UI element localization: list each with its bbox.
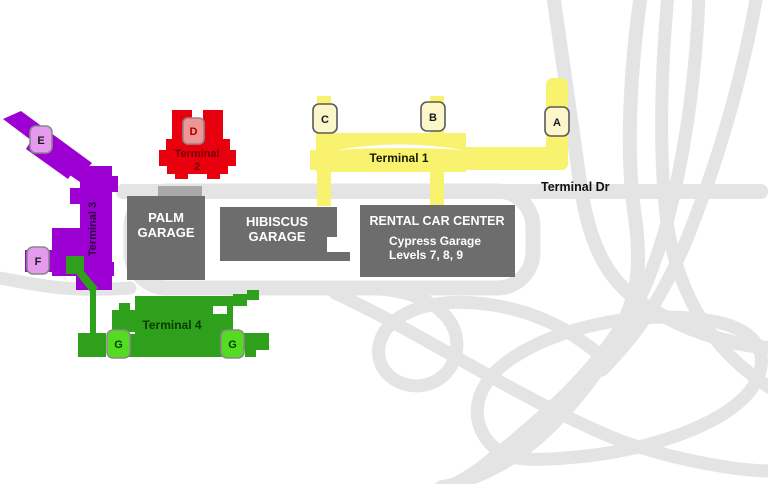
gate-badge-e: [29, 125, 53, 154]
terminal-1-curb-line: [337, 144, 463, 150]
gate-badge-d: [182, 117, 205, 145]
palm-garage-label-1: PALM: [148, 210, 184, 225]
hibiscus-garage: [220, 207, 350, 261]
terminal-1-east-arm: [455, 147, 568, 170]
terminal-2-label-1: Terminal: [174, 148, 219, 160]
terminal-3-foot-1: [92, 262, 114, 276]
interchange-loop-large: [470, 310, 768, 466]
gate-badges-purple: [26, 125, 53, 275]
gate-badge-b: [420, 101, 446, 132]
terminal-4-connector-diagonal: [70, 264, 98, 293]
cypress-garage-label: Cypress Garage: [389, 234, 481, 248]
garage-labels: PALM GARAGE HIBISCUS GARAGE RENTAL CAR C…: [137, 210, 504, 262]
terminal-2-label-2: 2: [194, 161, 200, 173]
terminal-4-bottom-bar: [126, 334, 222, 357]
terminal-1-label: Terminal 1: [369, 151, 428, 165]
cypress-levels-label: Levels 7, 8, 9: [389, 248, 463, 262]
terminal-4-left-wing: [112, 310, 137, 332]
highway-road-5: [595, 0, 763, 377]
gate-badge-c: [312, 103, 338, 134]
gate-badge-g-west: [106, 329, 131, 359]
terminal-4-label: Terminal 4: [142, 318, 201, 332]
gate-letter-g-east: G: [228, 339, 237, 351]
garages: [127, 196, 515, 280]
gate-letter-b: B: [429, 112, 437, 124]
terminal-4-main: [135, 296, 233, 336]
rental-car-center: [360, 205, 515, 277]
terminal-3: [3, 111, 118, 290]
terminal-4-east-satellite: [243, 333, 269, 350]
gate-badge-red: [182, 117, 205, 145]
terminal-4-right-tab-1: [233, 294, 247, 306]
interchange-teardrop: [338, 282, 608, 393]
rental-car-center-title: RENTAL CAR CENTER: [370, 214, 505, 228]
palm-garage-label-2: GARAGE: [137, 225, 194, 240]
terminal-1-main: [316, 133, 466, 172]
gate-letter-d: D: [190, 126, 198, 138]
hibiscus-garage-label-2: GARAGE: [248, 229, 305, 244]
terminal-3-tab-left: [70, 188, 82, 204]
gate-badge-f: [26, 246, 50, 275]
terminal-4: [66, 256, 269, 357]
gate-letters: C B A E F: [35, 112, 561, 268]
terminal-4-west-satellite: [78, 333, 106, 357]
gate-badge-a: [544, 106, 570, 137]
terminal-4-left-tab: [119, 303, 130, 312]
terminal-1-west-stub: [310, 150, 318, 170]
terminal-3-tab-right: [110, 176, 118, 192]
gate-letter-f: F: [35, 256, 42, 268]
gate-letter-a: A: [553, 117, 561, 129]
hibiscus-garage-label-1: HIBISCUS: [246, 214, 308, 229]
terminal-4-connector-vertical: [90, 288, 96, 338]
road-sweep-bottom: [328, 286, 768, 478]
gate-letter-c: C: [321, 114, 329, 126]
terminal-4-east-foot: [245, 350, 256, 357]
gate-badge-g-east: [220, 329, 245, 359]
palm-garage: [127, 196, 205, 280]
terminal-4-notch: [213, 306, 227, 314]
terminal-4-right-tab-2: [247, 290, 259, 300]
gate-letter-e: E: [37, 135, 44, 147]
terminal-3-label: Terminal 3: [87, 202, 99, 256]
terminal-dr-label: Terminal Dr: [541, 180, 610, 194]
roadway-dark-stub: [158, 186, 202, 197]
gate-badges-green: [106, 329, 245, 359]
gate-badges-yellow: [312, 101, 570, 137]
gate-letter-g-west: G: [114, 339, 123, 351]
